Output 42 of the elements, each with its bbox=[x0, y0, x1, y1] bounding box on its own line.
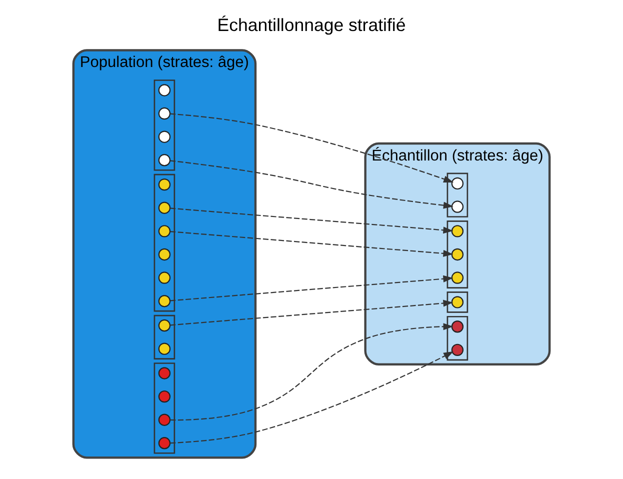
node-circle bbox=[158, 154, 171, 166]
node-circle bbox=[451, 248, 464, 261]
node-circle bbox=[451, 320, 464, 333]
node-circle bbox=[158, 202, 171, 214]
node-circle bbox=[158, 84, 171, 96]
cluster bbox=[446, 292, 468, 313]
node-circle bbox=[158, 178, 171, 191]
node-circle bbox=[158, 437, 171, 450]
node-circle bbox=[451, 272, 464, 284]
cluster bbox=[154, 80, 176, 171]
node-circle bbox=[451, 344, 464, 356]
cluster bbox=[446, 220, 468, 288]
node-circle bbox=[451, 200, 464, 213]
diagram-title: Échantillonnage stratifié bbox=[217, 15, 406, 36]
arrow bbox=[170, 208, 454, 234]
cluster: Échantillon (strates: âge) bbox=[364, 142, 551, 366]
node-circle bbox=[451, 225, 464, 238]
node-circle bbox=[158, 107, 171, 120]
node-circle bbox=[158, 367, 171, 380]
node-circle bbox=[158, 342, 171, 355]
node-circle bbox=[158, 130, 171, 143]
cluster: Population (strates: âge) bbox=[72, 49, 257, 459]
node-circle bbox=[158, 295, 171, 308]
arrow bbox=[170, 113, 454, 182]
node-circle bbox=[158, 390, 171, 403]
node-circle bbox=[158, 248, 171, 261]
arrow bbox=[170, 323, 454, 421]
node-circle bbox=[451, 177, 464, 190]
node-circle bbox=[158, 225, 171, 238]
node-circle bbox=[158, 272, 171, 284]
arrow bbox=[170, 160, 454, 209]
node-circle bbox=[451, 296, 464, 308]
cluster bbox=[446, 316, 468, 361]
arrow bbox=[170, 300, 454, 326]
arrow bbox=[170, 230, 454, 257]
cluster bbox=[154, 314, 176, 360]
arrow bbox=[170, 351, 454, 444]
node-circle bbox=[158, 319, 171, 332]
cluster bbox=[154, 362, 176, 454]
node-circle bbox=[158, 414, 171, 426]
cluster bbox=[154, 174, 176, 312]
cluster bbox=[446, 172, 468, 218]
